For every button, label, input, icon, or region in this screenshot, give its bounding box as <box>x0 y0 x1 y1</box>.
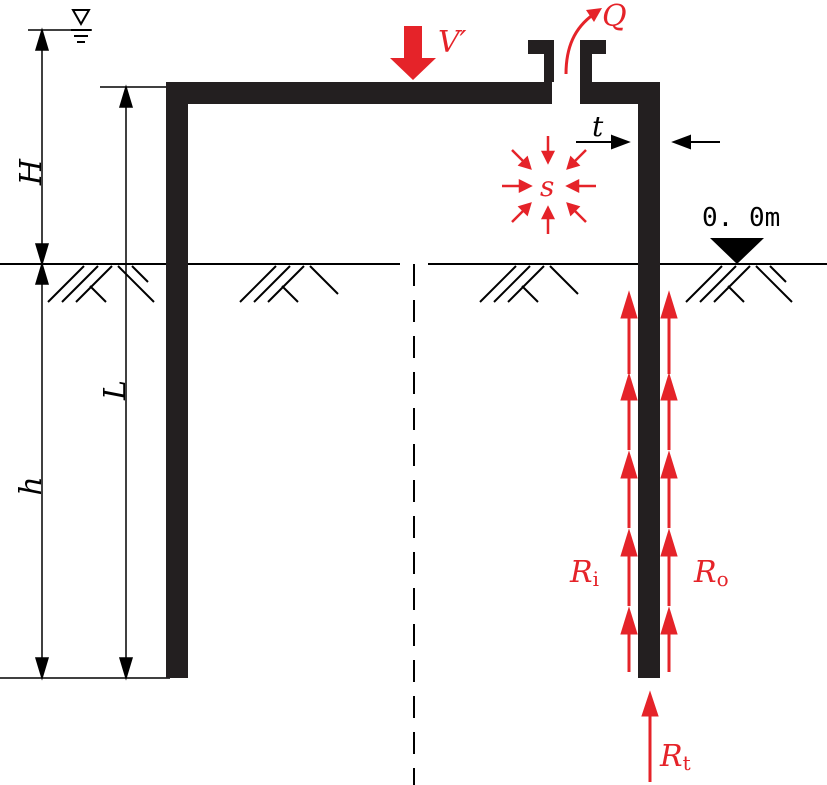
label-r-o: Ro <box>693 555 729 591</box>
label-h-upper: H <box>14 158 49 186</box>
label-v-prime: V′ <box>438 25 467 60</box>
dimension-h-upper <box>34 27 50 267</box>
friction-outer-arrows <box>660 290 678 672</box>
dimension-h-lower <box>34 261 50 681</box>
dimension-l <box>118 84 134 681</box>
thickness-indicator <box>576 134 720 150</box>
label-ground-level: 0. 0m <box>702 203 780 233</box>
top-slab-left <box>166 82 552 104</box>
ground-level-icon <box>710 238 764 264</box>
label-l: L <box>98 380 133 401</box>
label-q: Q <box>602 0 627 34</box>
outlet-pipe-right <box>580 40 606 82</box>
friction-inner-arrows <box>620 290 638 672</box>
suction-arrows <box>502 136 596 234</box>
label-t: t <box>592 110 604 143</box>
flow-q-arrow <box>564 8 602 75</box>
water-level-icon <box>71 9 91 43</box>
label-h-lower: h <box>14 476 49 495</box>
caisson-structure <box>166 40 660 678</box>
soil-hatch <box>47 265 793 303</box>
right-wall <box>638 82 660 678</box>
label-r-i: Ri <box>569 555 599 591</box>
outlet-pipe-left <box>528 40 554 82</box>
tip-resistance-arrow <box>641 690 659 782</box>
left-wall <box>166 82 188 678</box>
load-v-arrow <box>390 26 436 80</box>
label-r-t: Rt <box>659 739 691 775</box>
label-s: s <box>540 170 554 203</box>
